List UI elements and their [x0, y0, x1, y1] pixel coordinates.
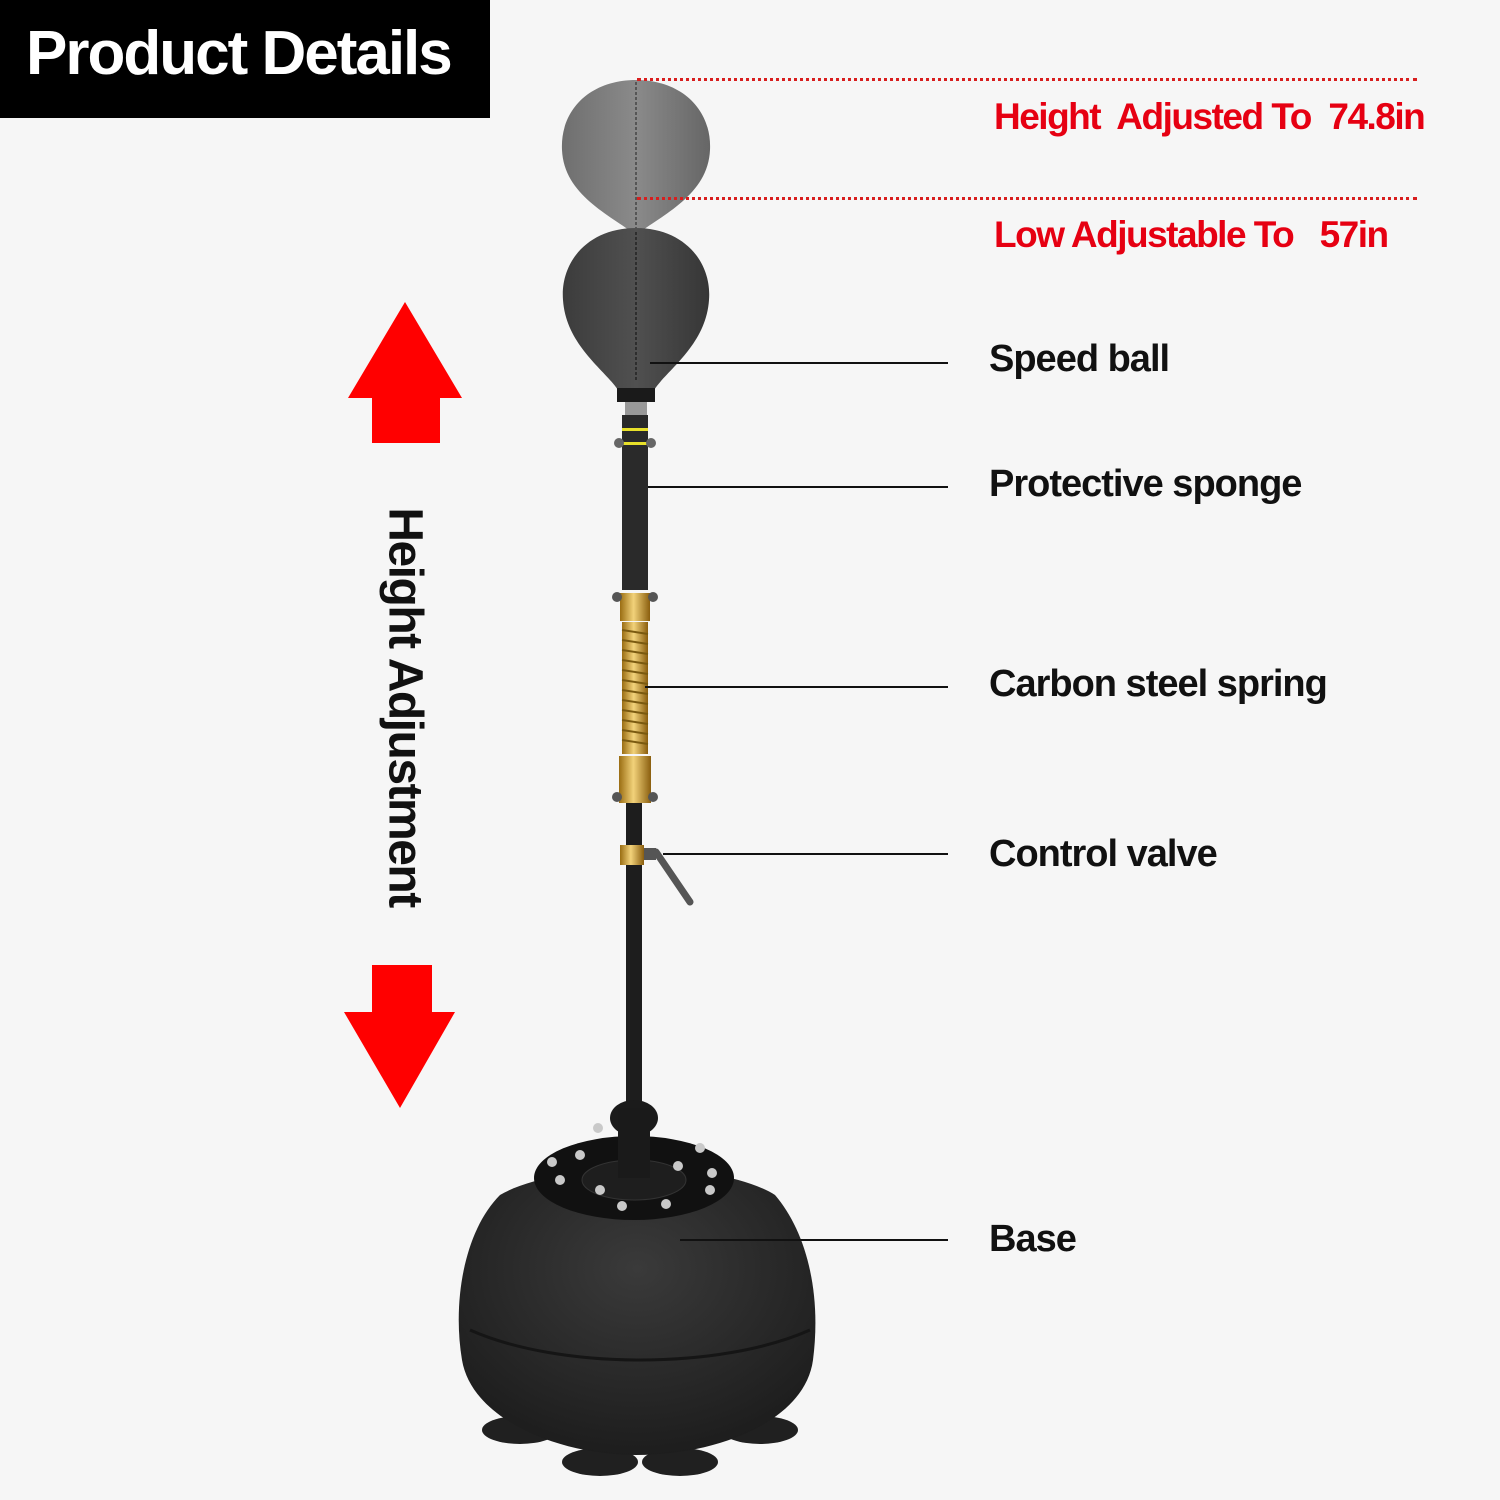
base-label: Base — [989, 1218, 1077, 1260]
arrow-up-icon — [348, 302, 462, 443]
min-height-guide-line — [637, 197, 1417, 200]
title-banner: Product Details — [0, 0, 490, 118]
control-valve-label: Control valve — [989, 833, 1218, 875]
spring-callout-line — [645, 686, 948, 688]
page-title: Product Details — [26, 19, 453, 88]
protective-sponge-label: Protective sponge — [989, 463, 1302, 505]
control-valve-icon — [620, 845, 694, 906]
height-adjustment-label: Height Adjustment — [378, 507, 432, 907]
protective-sponge-icon — [622, 415, 648, 590]
min-height-label: Low Adjustable To 57in — [994, 214, 1389, 255]
protective-sponge-callout-line — [648, 486, 948, 488]
speed-ball-label: Speed ball — [989, 338, 1170, 380]
speed-ball-callout-line — [650, 362, 948, 364]
speed-ball-icon — [562, 228, 710, 416]
speed-ball-raised-icon — [561, 80, 711, 235]
control-valve-callout-line — [663, 853, 948, 855]
carbon-steel-spring-icon — [612, 592, 658, 803]
carbon-steel-spring-label: Carbon steel spring — [989, 663, 1328, 705]
arrow-down-icon — [344, 965, 455, 1108]
base-callout-line — [680, 1239, 948, 1241]
base-icon — [458, 1100, 816, 1476]
max-height-label: Height Adjusted To 74.8in — [994, 96, 1426, 137]
max-height-guide-line — [637, 78, 1417, 81]
pole-icon — [626, 803, 642, 1108]
